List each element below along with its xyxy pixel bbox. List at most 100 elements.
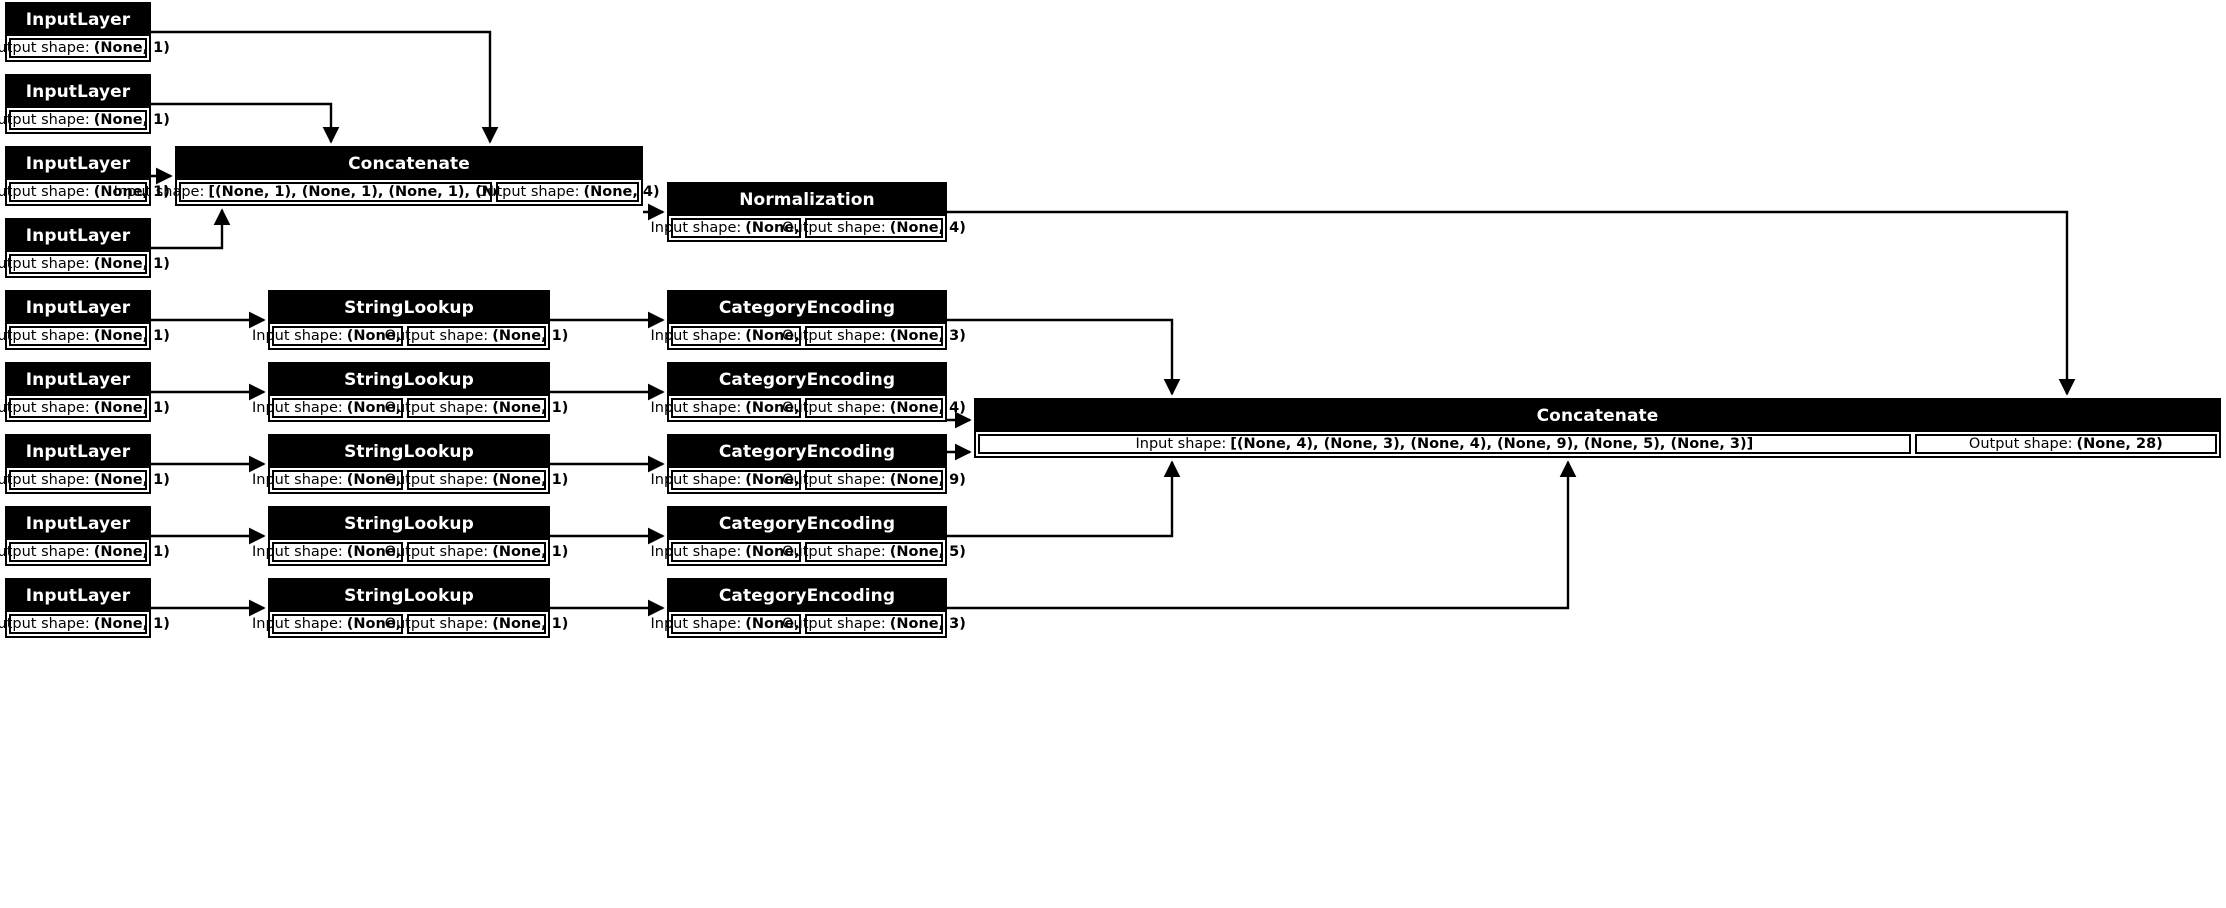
field-value: (None, 9) [889, 472, 966, 488]
field-label: Output shape: [782, 616, 886, 632]
node-fields-input_3: Output shape:(None, 1) [0, 180, 170, 204]
field-value: (None, 1) [745, 616, 822, 632]
field-value: (None, 1) [93, 544, 170, 560]
field-label: Input shape: [251, 616, 343, 632]
field-value: (None, 1) [492, 400, 569, 416]
node-field-normalization-1: Output shape:(None, 4) [782, 218, 966, 238]
node-fields-normalization: Input shape:(None, 4)Output shape:(None,… [651, 216, 966, 240]
node-input_3[interactable]: InputLayerOutput shape:(None, 1) [0, 146, 170, 206]
field-value: (None, 1) [346, 616, 423, 632]
edge-catenc4-concat-all [947, 460, 1181, 538]
node-input_7[interactable]: InputLayerOutput shape:(None, 1) [0, 434, 170, 494]
node-title-input_1: InputLayer [7, 4, 149, 36]
field-value: [(None, 1), (None, 1), (None, 1), (None,… [208, 184, 558, 200]
field-value: (None, 1) [745, 400, 822, 416]
field-value: (None, 3) [889, 328, 966, 344]
field-label: Output shape: [384, 400, 489, 416]
field-value: (None, 1) [346, 328, 423, 344]
node-title-lookup_1: StringLookup [270, 292, 548, 324]
node-fields-lookup_1: Input shape:(None, 1)Output shape:(None,… [252, 324, 568, 348]
field-value: (None, 1) [745, 544, 822, 560]
field-value: (None, 1) [492, 544, 569, 560]
edge-input2-concat-numeric [151, 102, 340, 144]
node-field-input_9-0: Output shape:(None, 1) [0, 614, 170, 634]
field-label: Input shape: [650, 472, 742, 488]
node-input_1[interactable]: InputLayerOutput shape:(None, 1) [0, 2, 170, 62]
node-input_8[interactable]: InputLayerOutput shape:(None, 1) [0, 506, 170, 566]
node-field-catenc_2-1: Output shape:(None, 4) [782, 398, 966, 418]
field-value: (None, 4) [583, 184, 660, 200]
edge-normalization-concat-all [947, 210, 2076, 396]
node-field-concat_numeric-1: Output shape:(None, 4) [476, 182, 660, 202]
field-value: (None, 1) [93, 256, 170, 272]
field-label: Output shape: [0, 328, 90, 344]
node-input_9[interactable]: InputLayerOutput shape:(None, 1) [0, 578, 170, 638]
node-fields-catenc_3: Input shape:(None, 1)Output shape:(None,… [651, 468, 966, 492]
field-value: (None, 1) [492, 328, 569, 344]
field-label: Input shape: [113, 184, 205, 200]
node-fields-lookup_3: Input shape:(None, 1)Output shape:(None,… [252, 468, 568, 492]
node-fields-lookup_5: Input shape:(None, 1)Output shape:(None,… [252, 612, 568, 636]
node-title-catenc_1: CategoryEncoding [669, 292, 945, 324]
node-field-input_1-0: Output shape:(None, 1) [0, 38, 170, 58]
field-value: (None, 1) [745, 472, 822, 488]
field-label: Output shape: [782, 544, 886, 560]
field-value: (None, 1) [93, 400, 170, 416]
field-label: Output shape: [782, 400, 886, 416]
node-title-input_3: InputLayer [7, 148, 149, 180]
field-value: (None, 1) [93, 40, 170, 56]
field-value: (None, 1) [492, 472, 569, 488]
node-field-lookup_3-1: Output shape:(None, 1) [385, 470, 568, 490]
node-title-catenc_2: CategoryEncoding [669, 364, 945, 396]
field-label: Output shape: [0, 256, 90, 272]
node-field-input_2-0: Output shape:(None, 1) [0, 110, 170, 130]
node-fields-catenc_2: Input shape:(None, 1)Output shape:(None,… [651, 396, 966, 420]
node-fields-input_7: Output shape:(None, 1) [0, 468, 170, 492]
node-title-lookup_4: StringLookup [270, 508, 548, 540]
edge-catenc1-concat-all [947, 318, 1181, 396]
field-value: (None, 1) [745, 328, 822, 344]
node-fields-catenc_1: Input shape:(None, 1)Output shape:(None,… [651, 324, 966, 348]
field-label: Output shape: [782, 220, 886, 236]
node-input_4[interactable]: InputLayerOutput shape:(None, 1) [0, 218, 170, 278]
node-input_5[interactable]: InputLayerOutput shape:(None, 1) [0, 290, 170, 350]
edge-input1-concat-numeric [151, 30, 499, 144]
node-title-input_6: InputLayer [7, 364, 149, 396]
field-label: Input shape: [650, 616, 742, 632]
field-label: Output shape: [0, 112, 90, 128]
field-label: Input shape: [251, 328, 343, 344]
field-label: Output shape: [384, 472, 489, 488]
node-fields-input_5: Output shape:(None, 1) [0, 324, 170, 348]
node-title-normalization: Normalization [669, 184, 945, 216]
node-field-catenc_3-0: Input shape:(None, 1) [651, 470, 821, 490]
node-input_6[interactable]: InputLayerOutput shape:(None, 1) [0, 362, 170, 422]
field-value: (None, 1) [93, 112, 170, 128]
node-field-lookup_4-0: Input shape:(None, 1) [252, 542, 423, 562]
field-value: (None, 1) [93, 472, 170, 488]
node-title-input_8: InputLayer [7, 508, 149, 540]
node-title-input_7: InputLayer [7, 436, 149, 468]
field-label: Output shape: [0, 40, 90, 56]
node-input_2[interactable]: InputLayerOutput shape:(None, 1) [0, 74, 170, 134]
node-fields-lookup_4: Input shape:(None, 1)Output shape:(None,… [252, 540, 568, 564]
node-field-lookup_2-1: Output shape:(None, 1) [385, 398, 568, 418]
node-title-concat_all: Concatenate [976, 400, 2219, 432]
node-field-lookup_2-0: Input shape:(None, 1) [252, 398, 423, 418]
node-field-input_5-0: Output shape:(None, 1) [0, 326, 170, 346]
node-title-catenc_5: CategoryEncoding [669, 580, 945, 612]
node-field-lookup_1-0: Input shape:(None, 1) [252, 326, 423, 346]
field-value: (None, 5) [889, 544, 966, 560]
